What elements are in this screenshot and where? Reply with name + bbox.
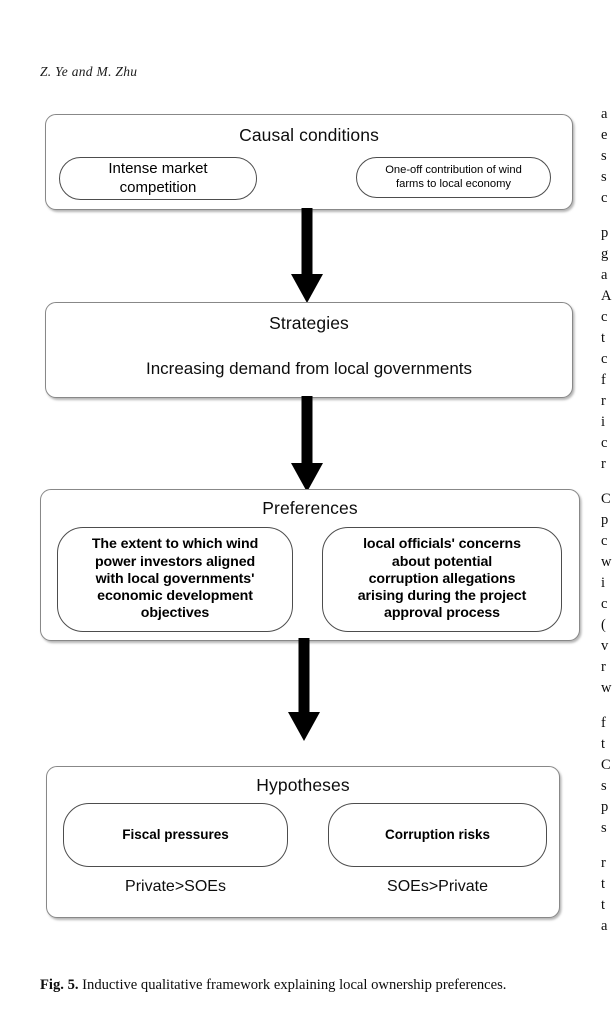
pill-text: Fiscal pressures: [122, 826, 229, 842]
stage-hypotheses: Hypotheses Fiscal pressures Corruption r…: [46, 766, 560, 918]
pill-line: economic development: [97, 588, 253, 605]
arrow-head: [291, 463, 323, 492]
text-line: s: [601, 778, 607, 794]
pill-alignment-with-local-government-objectives: The extent to which wind power investors…: [57, 527, 293, 632]
text-line: p: [601, 512, 609, 528]
text-line: s: [601, 820, 607, 836]
arrow-head: [291, 274, 323, 303]
text-line: s: [601, 169, 607, 185]
pill-line: One-off contribution of wind: [385, 163, 522, 176]
pill-line: corruption allegations: [368, 570, 516, 587]
text-line: (: [601, 617, 606, 633]
text-line: C: [601, 757, 611, 773]
text-line: r: [601, 659, 606, 675]
stage-preferences: Preferences The extent to which wind pow…: [40, 489, 580, 641]
stage-title-strategies: Strategies: [269, 313, 349, 333]
text-line: c: [601, 309, 608, 325]
pill-corruption-risks: Corruption risks: [328, 803, 547, 867]
text-line: c: [601, 533, 608, 549]
text-line: c: [601, 190, 608, 206]
arrow-head: [288, 712, 320, 741]
text-line: C: [601, 491, 611, 507]
pill-fiscal-pressures: Fiscal pressures: [63, 803, 288, 867]
stage-title-hypotheses: Hypotheses: [256, 775, 350, 795]
arrow-shaft: [298, 638, 310, 712]
text-line: s: [601, 148, 607, 164]
text-line: p: [601, 799, 609, 815]
text-line: i: [601, 575, 606, 591]
stage-causal-conditions: Causal conditions Intense market competi…: [45, 114, 573, 210]
pill-line: local officials' concerns: [363, 536, 521, 553]
pill-text: local officials' concerns about potentia…: [352, 536, 532, 623]
text-line: f: [601, 715, 606, 731]
figure-caption: Fig. 5. Inductive qualitative framework …: [40, 975, 572, 996]
text-line: r: [601, 393, 606, 409]
stage-title-causal-conditions: Causal conditions: [239, 125, 379, 145]
pill-line: The extent to which wind: [91, 536, 259, 553]
text-line: c: [601, 596, 608, 612]
text-line: t: [601, 330, 606, 346]
figure-caption-text: Inductive qualitative framework explaini…: [82, 977, 507, 993]
pill-line: with local governments': [95, 570, 255, 587]
text-line: c: [601, 351, 608, 367]
text-line: p: [601, 225, 609, 241]
pill-line: approval process: [384, 605, 500, 622]
pill-intense-market-competition: Intense market competition: [59, 157, 257, 200]
pill-text: One-off contribution of wind farms to lo…: [379, 164, 528, 191]
arrow-preferences-to-hypotheses: [284, 638, 324, 741]
stage-strategies: Strategies Increasing demand from local …: [45, 302, 573, 398]
text-line: r: [601, 855, 606, 871]
text-line: c: [601, 435, 608, 451]
pill-text: Intense market competition: [102, 160, 213, 197]
pill-text: The extent to which wind power investors…: [86, 536, 264, 623]
pill-one-off-contribution: One-off contribution of wind farms to lo…: [356, 157, 551, 198]
text-line: w: [601, 554, 612, 570]
running-head: Z. Ye and M. Zhu: [40, 64, 138, 79]
text-line: r: [601, 456, 606, 472]
pill-line: objectives: [140, 605, 210, 622]
text-line: e: [601, 127, 608, 143]
text-line: g: [601, 246, 609, 262]
arrow-strategies-to-preferences: [287, 396, 327, 492]
pill-line: power investors aligned: [94, 553, 256, 570]
text-line: w: [601, 680, 612, 696]
text-line: f: [601, 372, 606, 388]
note-soes-greater-than-private: SOEs>Private: [387, 878, 488, 895]
text-line: t: [601, 897, 606, 913]
text-line: t: [601, 876, 606, 892]
pill-line: about potential: [391, 553, 493, 570]
text-line: v: [601, 638, 609, 654]
pill-line: competition: [119, 178, 197, 196]
pill-line: farms to local economy: [395, 177, 512, 190]
pill-text: Corruption risks: [384, 826, 490, 842]
pill-line: arising during the project: [357, 588, 527, 605]
note-private-greater-than-soes: Private>SOEs: [125, 878, 226, 895]
stage-title-preferences: Preferences: [262, 498, 358, 518]
figure-caption-label: Fig. 5.: [40, 977, 79, 993]
text-line: A: [601, 288, 612, 304]
arrow-shaft: [301, 396, 313, 463]
arrow-shaft: [301, 208, 313, 274]
pill-corruption-allegation-concerns: local officials' concerns about potentia…: [322, 527, 562, 632]
stage-subtitle-strategies: Increasing demand from local governments: [146, 359, 472, 378]
text-line: a: [601, 918, 608, 934]
text-line: i: [601, 414, 606, 430]
text-line: t: [601, 736, 606, 752]
text-line: a: [601, 267, 608, 283]
text-line: a: [601, 106, 608, 122]
arrow-causal-to-strategies: [287, 208, 327, 303]
pill-line: Intense market: [108, 160, 208, 178]
